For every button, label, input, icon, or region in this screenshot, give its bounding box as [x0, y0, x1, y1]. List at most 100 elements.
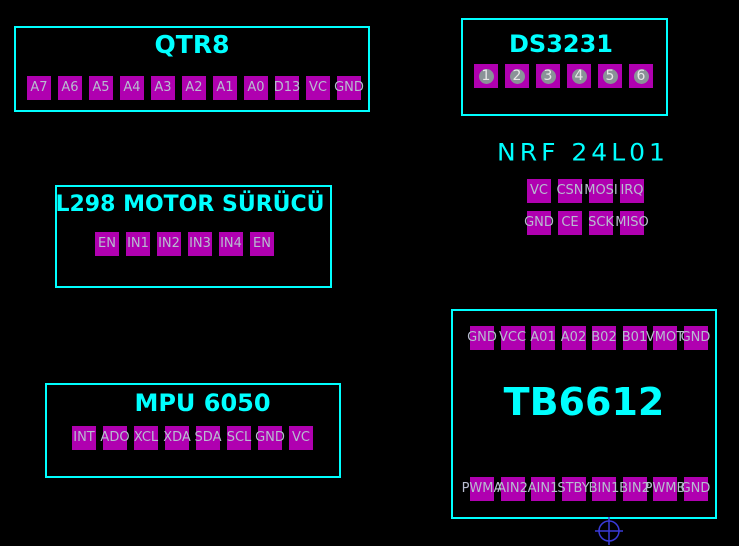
tb6612-module	[451, 309, 717, 519]
tb6612-pin-pad	[500, 326, 525, 350]
nrf-pin-label: CE	[561, 215, 579, 230]
mpu-pin-pad	[72, 426, 96, 450]
tb6612-pin-label: VCC	[498, 330, 527, 345]
mpu-pin-pad	[258, 426, 282, 450]
qtr8-pin-pad	[89, 76, 113, 100]
ds3231-pin-label: 5	[605, 68, 615, 84]
qtr8-pin-pad	[120, 76, 144, 100]
ds3231-pin-label: 2	[512, 68, 522, 84]
l298-module	[55, 185, 332, 288]
l298-pin-pad	[157, 232, 181, 256]
tb6612-pin-label: VMOT	[645, 330, 685, 345]
qtr8-pin-pad	[244, 76, 268, 100]
l298-pin-label: IN3	[189, 236, 211, 251]
tb6612-pin-label: GND	[467, 330, 497, 345]
qtr8-pin-pad	[337, 76, 361, 100]
tb6612-pin-pad	[592, 477, 616, 501]
mpu-pin-label: VC	[292, 430, 310, 445]
qtr8-pin-label: A4	[123, 80, 141, 95]
mpu-pin-pad	[103, 426, 127, 450]
l298-pin-label: IN2	[158, 236, 180, 251]
l298-pin-pad	[219, 232, 243, 256]
qtr8-pin-label: A7	[30, 80, 48, 95]
ds3231-pin-label: 3	[543, 68, 553, 84]
ds3231-pin-dot	[509, 68, 525, 84]
ds3231-pin-dot	[633, 68, 649, 84]
mpu-pin-pad	[289, 426, 313, 450]
qtr8-pin-pad	[182, 76, 206, 100]
qtr8-pin-label: D13	[273, 80, 301, 95]
tb6612-pin-pad	[561, 477, 586, 501]
qtr8-pin-label: A0	[247, 80, 265, 95]
mpu6050-module	[45, 383, 341, 478]
tb6612-pin-pad	[622, 477, 647, 501]
nrf-pin-label: GND	[524, 215, 554, 230]
nrf-pin-pad	[527, 211, 551, 235]
qtr8-pin-label: A6	[61, 80, 79, 95]
qtr8-pin-pad	[306, 76, 330, 100]
nrf-pin-pad	[558, 179, 582, 203]
nrf-pin-label: VC	[530, 183, 548, 198]
qtr8-pin-label: A5	[92, 80, 110, 95]
tb6612-pin-pad	[592, 326, 616, 350]
tb6612-pin-label: BIN2	[619, 481, 650, 496]
tb6612-pin-label: B01	[621, 330, 648, 345]
tb6612-pin-pad	[653, 477, 677, 501]
l298-pin-label: IN4	[220, 236, 242, 251]
ds3231-pin-dot	[540, 68, 556, 84]
tb6612-pin-label: A02	[560, 330, 587, 345]
qtr8-pin-label: VC	[309, 80, 327, 95]
mpu-pin-pad	[134, 426, 158, 450]
tb6612-pin-pad	[470, 477, 494, 501]
tb6612-pin-label: AIN1	[527, 481, 559, 496]
qtr8-pin-label: A3	[154, 80, 172, 95]
mpu-pin-pad	[196, 426, 220, 450]
tb6612-pin-label: STBY	[557, 481, 590, 496]
tb6612-pin-label: PWMB	[644, 481, 686, 496]
crosshair-icon	[595, 517, 623, 545]
nrf-pin-label: MOSI	[584, 183, 618, 198]
tb6612-pin-pad	[531, 326, 555, 350]
nrf-pin-label: CSN	[556, 183, 584, 198]
tb6612-pin-pad	[531, 477, 555, 501]
tb6612-pin-pad	[622, 326, 647, 350]
ds3231-module	[461, 18, 668, 116]
ds3231-pin-label: 6	[636, 68, 646, 84]
qtr8-pin-pad	[151, 76, 175, 100]
l298-pin-label: EN	[253, 236, 271, 251]
nrf-pin-pad	[527, 179, 551, 203]
qtr8-title: QTR8	[154, 30, 230, 59]
ds3231-pin-dot	[478, 68, 494, 84]
nrf-title: NRF 24L01	[497, 138, 669, 167]
mpu-pin-label: ADO	[100, 430, 130, 445]
mpu-pin-label: XCL	[133, 430, 159, 445]
qtr8-pin-label: A1	[216, 80, 234, 95]
tb6612-pin-pad	[561, 326, 586, 350]
l298-pin-label: EN	[98, 236, 116, 251]
tb6612-pin-pad	[500, 477, 525, 501]
tb6612-pin-label: PWMA	[461, 481, 503, 496]
qtr8-pin-label: GND	[334, 80, 364, 95]
nrf-pin-pad	[620, 211, 644, 235]
qtr8-module	[14, 26, 370, 112]
qtr8-pin-pad	[213, 76, 237, 100]
mpu-pin-label: SDA	[194, 430, 222, 445]
tb6612-pin-label: GND	[680, 330, 711, 345]
tb6612-pin-label: A01	[530, 330, 556, 345]
mpu-pin-label: XDA	[163, 430, 191, 445]
nrf-pin-label: MISO	[615, 215, 649, 230]
tb6612-pin-label: B02	[591, 330, 617, 345]
nrf-pin-pad	[589, 179, 613, 203]
mpu-pin-label: GND	[255, 430, 285, 445]
tb6612-pin-pad	[683, 477, 708, 501]
nrf-pin-label: SCK	[588, 215, 614, 230]
nrf-pin-pad	[620, 179, 644, 203]
qtr8-pin-pad	[58, 76, 82, 100]
tb6612-pin-label: GND	[680, 481, 711, 496]
nrf-pin-pad	[558, 211, 582, 235]
ds3231-pin-label: 1	[481, 68, 491, 84]
mpu6050-title: MPU 6050	[134, 389, 271, 417]
l298-pin-pad	[126, 232, 150, 256]
l298-pin-pad	[95, 232, 119, 256]
ds3231-pin-label: 4	[574, 68, 584, 84]
